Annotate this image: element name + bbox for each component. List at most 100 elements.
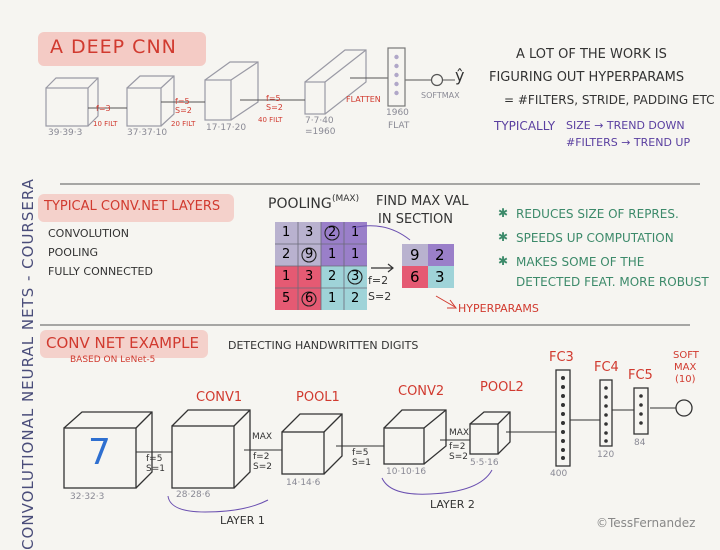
cell-0-0: 1 [282,225,291,240]
softmax-3: (10) [675,374,696,385]
s4-s: S=2 [449,452,468,462]
s3-f: f=5 [352,448,369,458]
typically-label: TYPICALLY [494,119,556,133]
based-on: BASED ON LeNet-5 [70,355,156,365]
flatten-label: FLATTEN [346,95,381,104]
pooling-input-grid: 1 3 2 1 2 9 1 1 1 3 2 3 5 6 1 2 [275,222,367,310]
hyperparams-label: HYPERPARAMS [458,302,539,315]
step3-s: S=2 [266,103,283,112]
flat-dots [394,54,399,96]
pool2-label: POOL2 [480,380,524,395]
benefit-2: SPEEDS UP COMPUTATION [516,231,674,245]
pool-f: f=2 [368,274,389,287]
softmax-2: MAX [674,362,697,373]
cell-1-1: 9 [305,247,314,262]
cell-2-1: 3 [305,269,314,284]
y-hat: ŷ [455,66,465,85]
fc4-label: FC4 [594,360,619,375]
section1-title: A DEEP CNN [50,36,177,58]
out-0-1: 2 [435,246,445,264]
step3-filt: 40 FILT [258,116,283,124]
cell-2-2: 2 [328,269,337,284]
flat-num: 1960 [386,108,409,118]
pooling-title: POOLING [268,196,332,212]
digit-seven: 7 [88,432,111,473]
conv1-label: CONV1 [196,390,243,405]
dim-conv2: 10·10·16 [386,467,427,477]
cell-1-2: 1 [328,247,337,262]
box2-dims: 37·37·10 [127,128,168,138]
layer-pooling: POOLING [48,246,99,259]
layer-convolution: CONVOLUTION [48,227,130,240]
box1-dims: 39·39·3 [48,128,83,138]
note-line-3: = #FILTERS, STRIDE, PADDING ETC [504,93,715,107]
softmax-label: SOFTMAX [421,91,460,100]
dim-conv1: 28·28·6 [176,490,211,500]
step2-f: f=5 [175,97,190,106]
box4-dims: 7·7·40 [305,116,334,126]
layers-title-highlight [38,194,234,222]
dim-pool1: 14·14·6 [286,478,321,488]
pool1-label: POOL1 [296,390,340,405]
detecting-label: DETECTING HANDWRITTEN DIGITS [228,339,419,352]
s3-s: S=1 [352,458,371,468]
benefit-star-2: ✱ [498,230,509,244]
step2-filt: 20 FILT [171,120,196,128]
s2-f: f=2 [253,452,270,462]
s1-s: S=1 [146,464,165,474]
find-max-2: IN SECTION [378,212,453,227]
out-1-0: 6 [410,268,420,286]
box4-total: =1960 [305,127,336,137]
softmax-1: SOFT [673,350,699,361]
benefit-1: REDUCES SIZE OF REPRES. [516,207,679,221]
fc3-label: FC3 [549,350,574,365]
s1-f: f=5 [146,454,163,464]
section2-title: TYPICAL CONV.NET LAYERS [44,199,221,214]
fc5-column [633,387,649,435]
dim-fc4: 120 [597,450,615,460]
pooling-max: (MAX) [332,194,360,204]
example-title-highlight [40,330,208,358]
signature: ©TessFernandez [596,516,696,530]
step3-f: f=5 [266,94,281,103]
cell-1-3: 1 [351,247,360,262]
volume-box-1 [45,77,99,127]
step1-filt: 10 FILT [93,120,118,128]
cell-2-3: 3 [351,269,360,284]
cell-3-1: 6 [305,291,314,306]
dim-input: 32·32·3 [70,492,105,502]
volume-box-4 [304,49,367,115]
volume-box-2 [126,75,175,127]
pool-s: S=2 [368,290,392,303]
conv2-label: CONV2 [398,384,445,399]
out-0-0: 9 [410,246,420,264]
note-line-2: FIGURING OUT HYPERPARAMS [489,70,685,85]
box3-dims: 17·17·20 [206,123,247,133]
trend-filters: #FILTERS → TREND UP [566,136,691,149]
benefit-star-3: ✱ [498,254,509,268]
cell-0-3: 1 [351,225,360,240]
softmax-circle [675,399,693,417]
cell-3-0: 5 [282,291,291,306]
s2-max: MAX [252,432,273,442]
title-highlight [38,32,206,66]
dim-fc3: 400 [550,469,568,479]
dim-pool2: 5·5·16 [470,458,499,468]
flat-label: FLAT [388,121,410,131]
step2-s: S=2 [175,106,192,115]
benefit-3: MAKES SOME OF THE [516,255,645,269]
benefit-4: DETECTED FEAT. MORE ROBUST [516,275,709,289]
layer2-label: LAYER 2 [430,498,475,511]
layer1-label: LAYER 1 [220,514,265,527]
fc3-column [555,369,571,467]
fc5-label: FC5 [628,368,653,383]
cell-3-2: 1 [328,291,337,306]
cell-3-3: 2 [351,291,360,306]
volume-box-3 [204,61,259,121]
cell-0-2: 2 [328,225,337,240]
find-max-1: FIND MAX VAL [376,194,469,209]
trend-size: SIZE → TREND DOWN [566,119,685,132]
